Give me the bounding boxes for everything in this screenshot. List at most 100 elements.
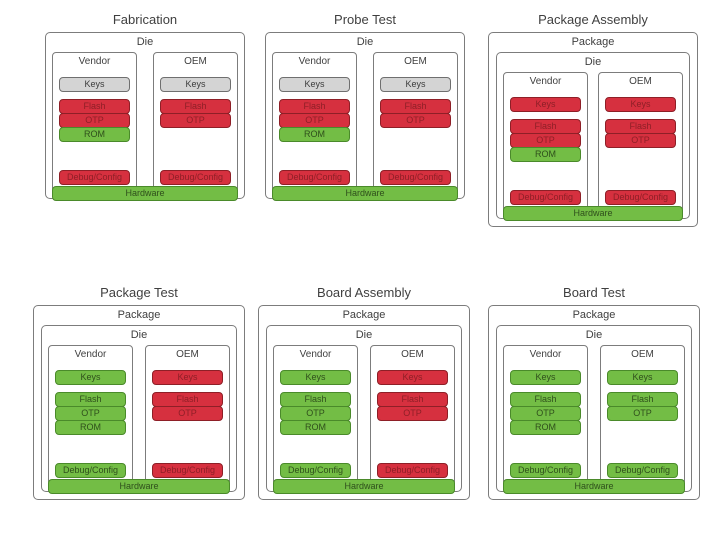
panel-title-fabrication: Fabrication (112, 12, 178, 27)
column-spacer (279, 142, 350, 170)
die-label: Die (130, 329, 148, 341)
column-label-vendor: Vendor (299, 349, 332, 360)
block-rom: ROM (59, 127, 130, 142)
group-keys: Keys (152, 370, 223, 385)
column-spacer (607, 421, 678, 463)
column-label-vendor: Vendor (298, 56, 331, 67)
block-debug-config: Debug/Config (279, 170, 350, 185)
block-rom: ROM (279, 127, 350, 142)
block-otp: OTP (55, 406, 126, 421)
group-keys: Keys (377, 370, 448, 385)
column-spacer (280, 435, 351, 463)
column-label-vendor: Vendor (78, 56, 111, 67)
block-otp: OTP (152, 406, 223, 421)
block-rom: ROM (510, 420, 581, 435)
column-spacer (152, 421, 223, 463)
group-keys: Keys (605, 97, 676, 112)
block-otp: OTP (279, 113, 350, 128)
block-hardware: Hardware (503, 479, 685, 494)
column-spacer (380, 128, 451, 170)
group-keys: Keys (380, 77, 451, 92)
block-keys: Keys (280, 370, 351, 385)
block-debug-config: Debug/Config (152, 463, 223, 478)
group-keys: Keys (279, 77, 350, 92)
block-rom: ROM (510, 147, 581, 162)
die-label: Die (584, 56, 602, 68)
block-debug-config: Debug/Config (59, 170, 130, 185)
column-spacer (510, 435, 581, 463)
block-debug-config: Debug/Config (377, 463, 448, 478)
panel-title-board-test: Board Test (563, 285, 625, 300)
column-label-oem: OEM (176, 349, 199, 360)
package-label: Package (572, 309, 616, 321)
block-flash: Flash (510, 392, 581, 407)
package-label: Package (571, 36, 615, 48)
panel-title-package-test: Package Test (100, 285, 178, 300)
block-flash: Flash (377, 392, 448, 407)
block-keys: Keys (55, 370, 126, 385)
block-hardware: Hardware (52, 186, 238, 201)
group-keys: Keys (510, 97, 581, 112)
panel-title-board-assembly: Board Assembly (317, 285, 411, 300)
block-otp: OTP (377, 406, 448, 421)
block-keys: Keys (607, 370, 678, 385)
block-flash: Flash (510, 119, 581, 134)
block-debug-config: Debug/Config (380, 170, 451, 185)
block-debug-config: Debug/Config (605, 190, 676, 205)
block-hardware: Hardware (273, 479, 455, 494)
block-debug-config: Debug/Config (280, 463, 351, 478)
block-keys: Keys (380, 77, 451, 92)
block-otp: OTP (59, 113, 130, 128)
block-hardware: Hardware (48, 479, 230, 494)
column-spacer (55, 435, 126, 463)
block-debug-config: Debug/Config (160, 170, 231, 185)
block-flash: Flash (160, 99, 231, 114)
column-label-oem: OEM (404, 56, 427, 67)
group-keys: Keys (160, 77, 231, 92)
block-debug-config: Debug/Config (510, 190, 581, 205)
column-spacer (59, 142, 130, 170)
group-keys: Keys (55, 370, 126, 385)
block-keys: Keys (152, 370, 223, 385)
block-debug-config: Debug/Config (55, 463, 126, 478)
block-rom: ROM (55, 420, 126, 435)
block-otp: OTP (160, 113, 231, 128)
column-spacer (605, 148, 676, 190)
block-flash: Flash (279, 99, 350, 114)
block-flash: Flash (605, 119, 676, 134)
column-spacer (160, 128, 231, 170)
block-keys: Keys (377, 370, 448, 385)
block-debug-config: Debug/Config (607, 463, 678, 478)
column-spacer (377, 421, 448, 463)
column-label-vendor: Vendor (74, 349, 107, 360)
block-keys: Keys (605, 97, 676, 112)
column-spacer (510, 162, 581, 190)
